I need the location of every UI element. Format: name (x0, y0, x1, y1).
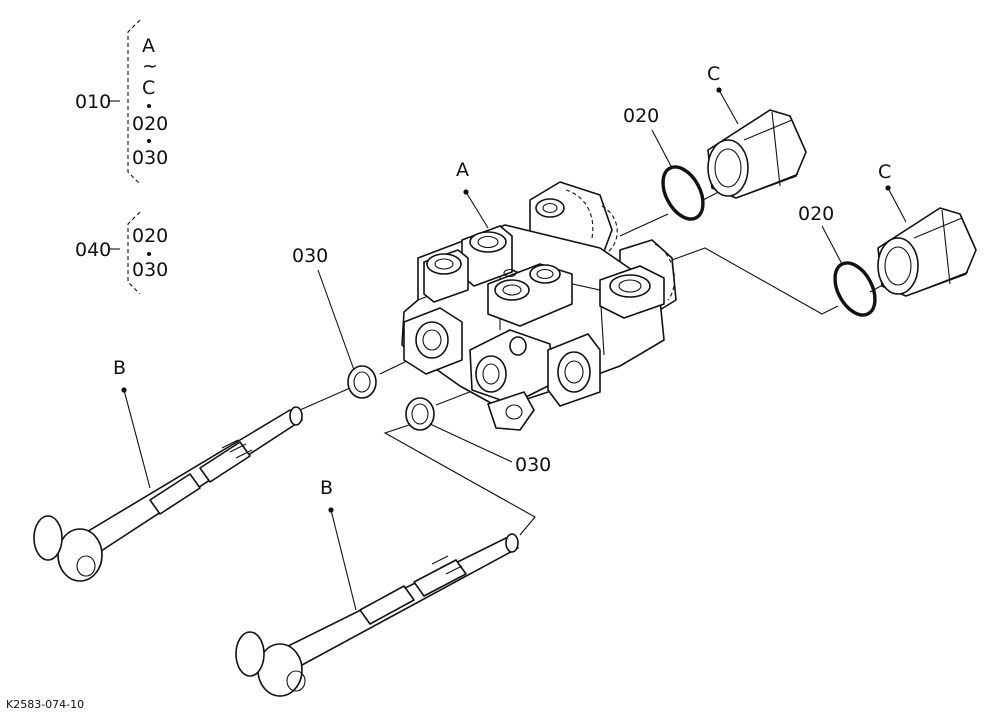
label-c-lower: C (878, 161, 891, 183)
o-ring-020-upper (661, 165, 705, 221)
legend-item-a: A (142, 35, 155, 57)
legend-code-010: 010 (75, 91, 111, 113)
assembly-axis-lines (299, 185, 889, 536)
legend-item-020b: 020 (132, 225, 168, 247)
callout-020-upper: 020 (623, 105, 673, 169)
legend-item-030b: 030 (132, 259, 168, 281)
spool-b-upper (33, 406, 303, 582)
label-a: A (456, 159, 469, 181)
legend-item-c: C (142, 77, 155, 99)
legend-group-040: 040 020 030 (75, 211, 168, 295)
label-c-upper: C (707, 63, 720, 85)
callout-020-lower: 020 (798, 203, 843, 265)
seal-030-lower (405, 397, 435, 431)
callout-c-upper: C (707, 63, 739, 125)
spool-b-lower (235, 533, 519, 697)
callout-b-upper: B (113, 357, 151, 489)
label-020-lower: 020 (798, 203, 834, 225)
label-030-lower: 030 (515, 454, 551, 476)
callout-a: A (456, 159, 489, 229)
legend-item-tilde: ~ (142, 55, 158, 77)
plug-c-lower (877, 207, 977, 297)
callout-030-lower: 030 (429, 423, 551, 476)
figure-id: K2583-074-10 (6, 698, 84, 711)
label-030-upper: 030 (292, 245, 328, 267)
plug-c-upper (707, 109, 807, 199)
valve-body-a (401, 181, 677, 431)
legend-item-030: 030 (132, 147, 168, 169)
callout-c-lower: C (878, 161, 907, 223)
seal-030-upper (347, 365, 377, 399)
label-b-upper: B (113, 357, 126, 379)
label-b-lower: B (320, 477, 333, 499)
legend-code-040: 040 (75, 239, 111, 261)
callout-030-upper: 030 (292, 245, 355, 371)
legend-item-020: 020 (132, 113, 168, 135)
legend-group-010: 010 A ~ C 020 030 (75, 19, 168, 185)
o-ring-020-lower (833, 261, 877, 317)
callout-b-lower: B (320, 477, 357, 611)
label-020-upper: 020 (623, 105, 659, 127)
